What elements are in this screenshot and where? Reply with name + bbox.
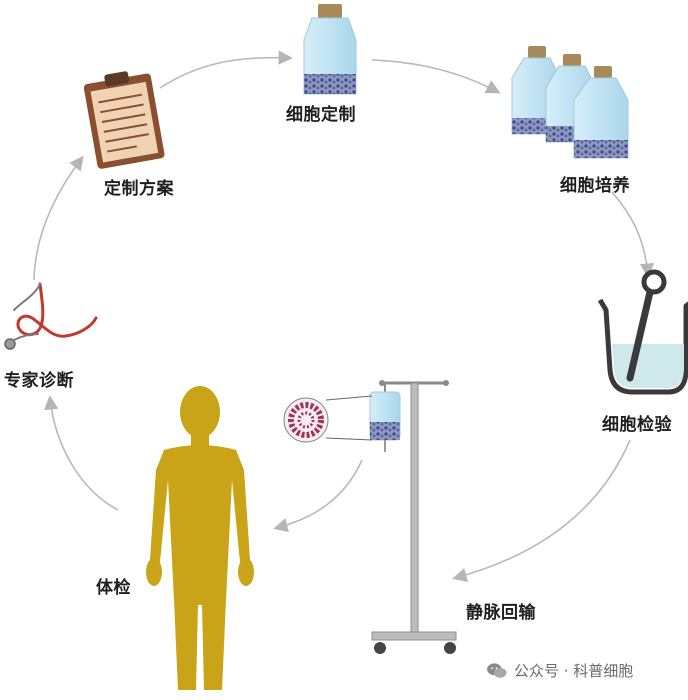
watermark: 公众号 · 科普细胞 — [486, 660, 633, 681]
label-iv-reinfusion: 静脉回输 — [466, 603, 536, 623]
label-custom-plan: 定制方案 — [104, 179, 174, 199]
single-culture-flask-icon — [303, 4, 357, 95]
label-cell-culture: 细胞培养 — [560, 176, 630, 196]
cycle-arrows — [33, 50, 655, 582]
arrow-infusion-to-body — [273, 459, 363, 533]
label-cell-customization: 细胞定制 — [286, 105, 356, 125]
human-body-figure — [146, 386, 254, 690]
arrow-diagnosis-to-plan — [33, 155, 84, 281]
magnified-cells-icon — [283, 395, 373, 443]
infusion-bag-icon — [369, 383, 401, 452]
arrow-culture-to-testing — [611, 191, 655, 278]
arrow-testing-to-reinfusion — [452, 439, 631, 582]
stethoscope-icon — [4, 282, 98, 350]
label-expert-diagnosis: 专家诊断 — [4, 371, 74, 391]
watermark-text: 公众号 · 科普细胞 — [514, 662, 634, 680]
arrow-exam-to-diagnosis — [44, 395, 119, 511]
label-physical-exam: 体检 — [96, 578, 131, 598]
beaker-icon — [597, 269, 688, 395]
wechat-icon — [487, 662, 507, 678]
clipboard-icon — [83, 71, 165, 169]
arrow-plan-to-customization — [159, 50, 293, 89]
multiple-culture-flasks-icon — [511, 46, 629, 159]
label-cell-testing: 细胞检验 — [602, 415, 672, 435]
iv-stand-icon — [371, 380, 457, 654]
arrow-customization-to-culture — [371, 59, 501, 94]
